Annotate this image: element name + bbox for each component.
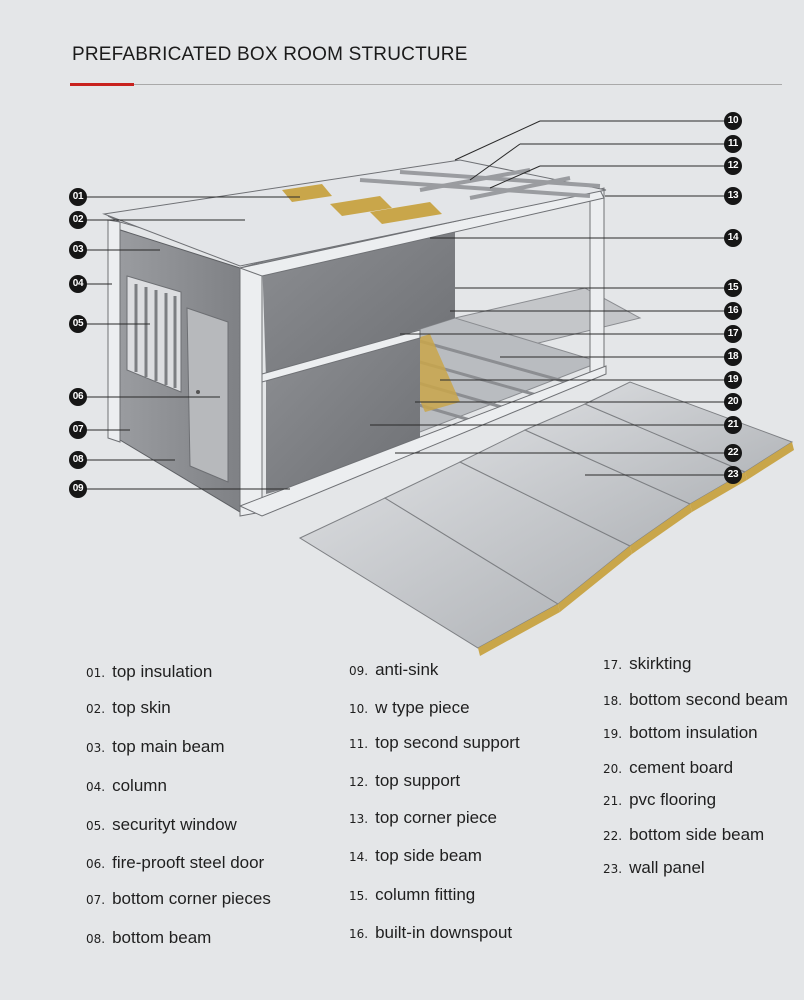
legend-label: column fitting — [375, 885, 475, 904]
legend-label: top second support — [375, 733, 520, 752]
callout-badge-23: 23 — [724, 466, 742, 484]
legend-label: skirkting — [629, 654, 691, 673]
legend-label: top corner piece — [375, 808, 497, 827]
legend-number: 11. — [349, 737, 368, 751]
legend-item: 18. bottom second beam — [603, 690, 788, 710]
legend-item: 03. top main beam — [86, 737, 225, 757]
callout-badge-09: 09 — [69, 480, 87, 498]
legend-item: 21. pvc flooring — [603, 790, 716, 810]
legend-number: 10. — [349, 702, 368, 716]
legend-item: 01. top insulation — [86, 662, 212, 682]
callout-badge-05: 05 — [69, 315, 87, 333]
legend-label: bottom beam — [112, 928, 211, 947]
legend-number: 12. — [349, 775, 368, 789]
legend-number: 09. — [349, 664, 368, 678]
legend-label: bottom insulation — [629, 723, 758, 742]
legend-item: 09. anti-sink — [349, 660, 438, 680]
callout-badge-22: 22 — [724, 444, 742, 462]
legend-number: 19. — [603, 727, 622, 741]
legend-number: 23. — [603, 862, 622, 876]
legend-item: 14. top side beam — [349, 846, 482, 866]
legend-label: top insulation — [112, 662, 212, 681]
legend-number: 01. — [86, 666, 105, 680]
callout-badge-10: 10 — [724, 112, 742, 130]
legend-label: built-in downspout — [375, 923, 512, 942]
legend-number: 14. — [349, 850, 368, 864]
legend-label: bottom corner pieces — [112, 889, 271, 908]
legend-item: 23. wall panel — [603, 858, 705, 878]
callout-badge-07: 07 — [69, 421, 87, 439]
legend-item: 15. column fitting — [349, 885, 475, 905]
legend-item: 12. top support — [349, 771, 460, 791]
legend-label: top support — [375, 771, 460, 790]
legend-label: fire-prooft steel door — [112, 853, 264, 872]
callout-badge-13: 13 — [724, 187, 742, 205]
callout-badge-02: 02 — [69, 211, 87, 229]
legend-item: 04. column — [86, 776, 167, 796]
legend-number: 16. — [349, 927, 368, 941]
callout-badge-16: 16 — [724, 302, 742, 320]
legend-item: 11. top second support — [349, 733, 520, 753]
legend-item: 17. skirkting — [603, 654, 691, 674]
door-panel — [187, 308, 228, 482]
legend-item: 22. bottom side beam — [603, 825, 764, 845]
legend-number: 21. — [603, 794, 622, 808]
legend-label: bottom second beam — [629, 690, 788, 709]
callout-badge-15: 15 — [724, 279, 742, 297]
legend-number: 05. — [86, 819, 105, 833]
legend-item: 16. built-in downspout — [349, 923, 512, 943]
legend-number: 13. — [349, 812, 368, 826]
legend-label: column — [112, 776, 167, 795]
legend-item: 19. bottom insulation — [603, 723, 758, 743]
legend-number: 08. — [86, 932, 105, 946]
callout-badge-17: 17 — [724, 325, 742, 343]
callout-badge-14: 14 — [724, 229, 742, 247]
legend-number: 02. — [86, 702, 105, 716]
legend-label: pvc flooring — [629, 790, 716, 809]
callout-badge-12: 12 — [724, 157, 742, 175]
callout-badge-19: 19 — [724, 371, 742, 389]
legend-label: wall panel — [629, 858, 705, 877]
legend-label: securityt window — [112, 815, 237, 834]
callout-badge-06: 06 — [69, 388, 87, 406]
legend-number: 04. — [86, 780, 105, 794]
legend-item: 20. cement board — [603, 758, 733, 778]
legend-item: 05. securityt window — [86, 815, 237, 835]
legend-label: bottom side beam — [629, 825, 764, 844]
legend-item: 08. bottom beam — [86, 928, 211, 948]
callout-badge-08: 08 — [69, 451, 87, 469]
legend-item: 06. fire-prooft steel door — [86, 853, 264, 873]
legend-item: 07. bottom corner pieces — [86, 889, 271, 909]
legend-label: w type piece — [375, 698, 470, 717]
callout-badge-04: 04 — [69, 275, 87, 293]
legend-label: top main beam — [112, 737, 224, 756]
callout-badge-11: 11 — [724, 135, 742, 153]
legend-number: 22. — [603, 829, 622, 843]
legend-item: 13. top corner piece — [349, 808, 497, 828]
legend-label: top side beam — [375, 846, 482, 865]
legend-label: top skin — [112, 698, 171, 717]
callout-badge-01: 01 — [69, 188, 87, 206]
legend-number: 15. — [349, 889, 368, 903]
legend-number: 17. — [603, 658, 622, 672]
legend-item: 02. top skin — [86, 698, 171, 718]
callout-badge-03: 03 — [69, 241, 87, 259]
legend-number: 07. — [86, 893, 105, 907]
callout-badge-20: 20 — [724, 393, 742, 411]
legend-item: 10. w type piece — [349, 698, 470, 718]
legend-number: 18. — [603, 694, 622, 708]
callout-badge-21: 21 — [724, 416, 742, 434]
legend-number: 20. — [603, 762, 622, 776]
legend-number: 03. — [86, 741, 105, 755]
legend-label: anti-sink — [375, 660, 438, 679]
callout-badge-18: 18 — [724, 348, 742, 366]
legend-number: 06. — [86, 857, 105, 871]
legend-label: cement board — [629, 758, 733, 777]
